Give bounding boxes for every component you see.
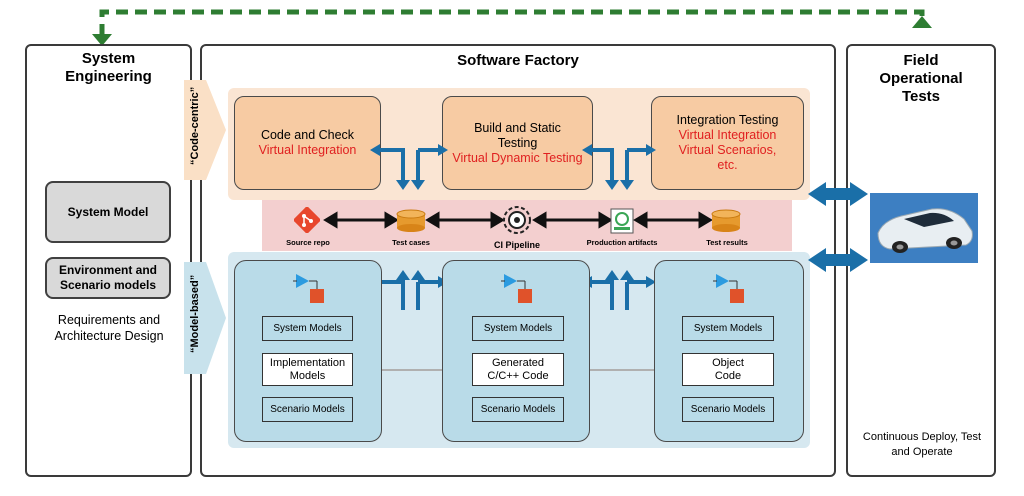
test-cases-database-icon [396, 209, 426, 232]
code-centric-chevron [184, 80, 226, 180]
model-stage-2-generated-code: Generated C/C++ Code [472, 353, 564, 386]
field-tests-title: Field Operational Tests [879, 52, 963, 105]
model-stage-3-scenario-models: Scenario Models [682, 397, 774, 422]
code-stage-1-sub: Virtual Integration [258, 143, 357, 157]
simulink-model-icon [501, 274, 532, 303]
source-repo-label: Source repo [286, 238, 330, 247]
environment-models-box: Environment and Scenario models [45, 257, 171, 299]
test-results-label: Test results [706, 238, 748, 247]
model-stage-3-object-code: Object Code [682, 353, 774, 386]
vehicle-image [870, 193, 978, 263]
requirements-design-label: Requirements and Architecture Design [54, 313, 164, 343]
system-engineering-title: System Engineering [65, 50, 152, 85]
git-repo-icon [294, 207, 320, 233]
model-stage-1-implementation: Implementation Models [262, 353, 353, 386]
code-stage-3: Integration Testing Virtual Integration … [651, 96, 804, 190]
ci-pipeline-gear-icon [503, 206, 531, 234]
model-stage-2-scenario-models: Scenario Models [472, 397, 564, 422]
model-stage-1-system-models: System Models [262, 316, 353, 341]
production-artifacts-icon [610, 208, 634, 234]
code-stage-3-sub: Virtual Integration Virtual Scenarios, e… [678, 128, 777, 172]
code-stage-3-title: Integration Testing [676, 113, 779, 127]
code-stage-1: Code and Check Virtual Integration [234, 96, 381, 190]
production-artifacts-label: Production artifacts [586, 238, 658, 247]
model-based-chevron [184, 262, 226, 374]
feedback-loop-arrow [92, 9, 932, 46]
system-engineering-panel: System Engineering System Model Environm… [25, 44, 192, 477]
model-stage-1-scenario-models: Scenario Models [262, 397, 353, 422]
system-model-box: System Model [45, 181, 171, 243]
simulink-model-icon [713, 274, 744, 303]
model-stage-2-system-models: System Models [472, 316, 564, 341]
code-stage-1-title: Code and Check [260, 128, 355, 142]
model-stage-3-system-models: System Models [682, 316, 774, 341]
code-stage-2-sub: Virtual Dynamic Testing [452, 150, 583, 165]
simulink-model-icon [293, 274, 324, 303]
field-tests-footer: Continuous Deploy, Test and Operate [862, 431, 982, 458]
code-stage-2: Build and Static Testing Virtual Dynamic… [442, 96, 593, 190]
test-results-database-icon [711, 209, 741, 232]
test-cases-label: Test cases [392, 238, 430, 247]
software-factory-title: Software Factory [457, 52, 579, 69]
code-stage-2-title: Build and Static Testing [474, 120, 561, 150]
ci-pipeline-label: CI Pipeline [493, 240, 540, 250]
